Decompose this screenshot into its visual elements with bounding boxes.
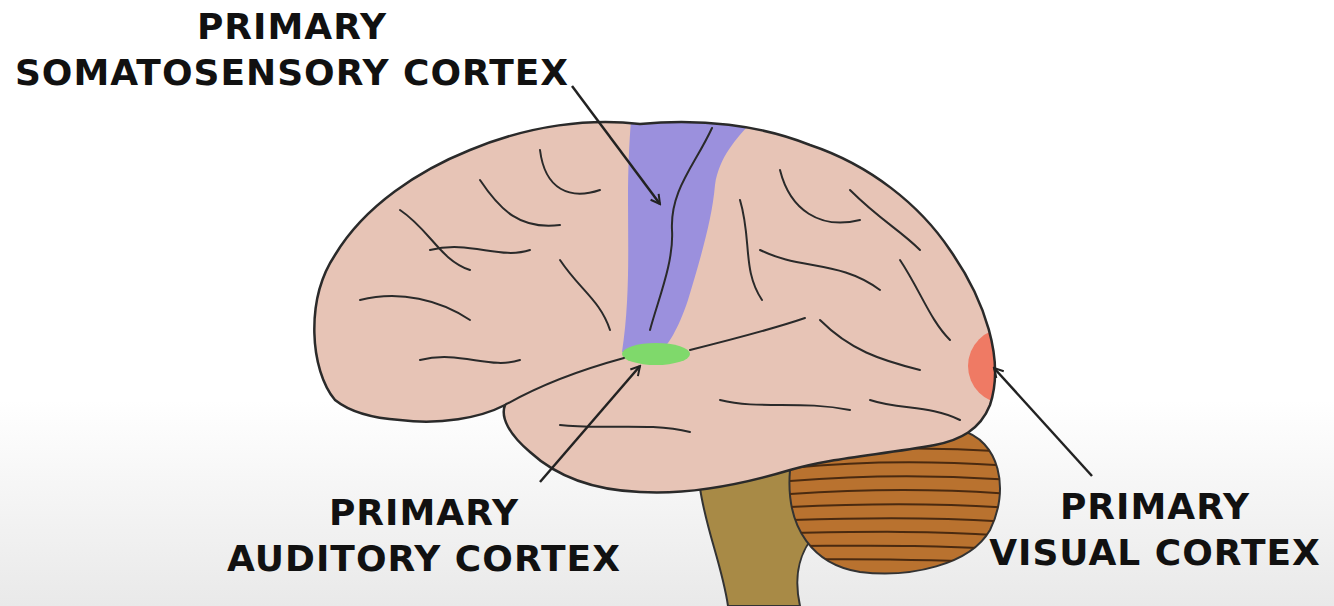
cerebrum-outline [314,122,995,493]
visual-region [968,328,1044,404]
somatosensory-region [622,110,762,352]
leader-arrow [572,86,660,204]
region-label: PRIMARY VISUAL CORTEX [986,484,1324,576]
leader-arrow [540,366,640,482]
region-label: PRIMARY SOMATOSENSORY CORTEX [12,4,573,96]
region-label: PRIMARY AUDITORY CORTEX [224,490,624,582]
leader-arrow [994,368,1092,476]
auditory-region [622,343,690,365]
cerebellum-folds [790,448,1010,564]
